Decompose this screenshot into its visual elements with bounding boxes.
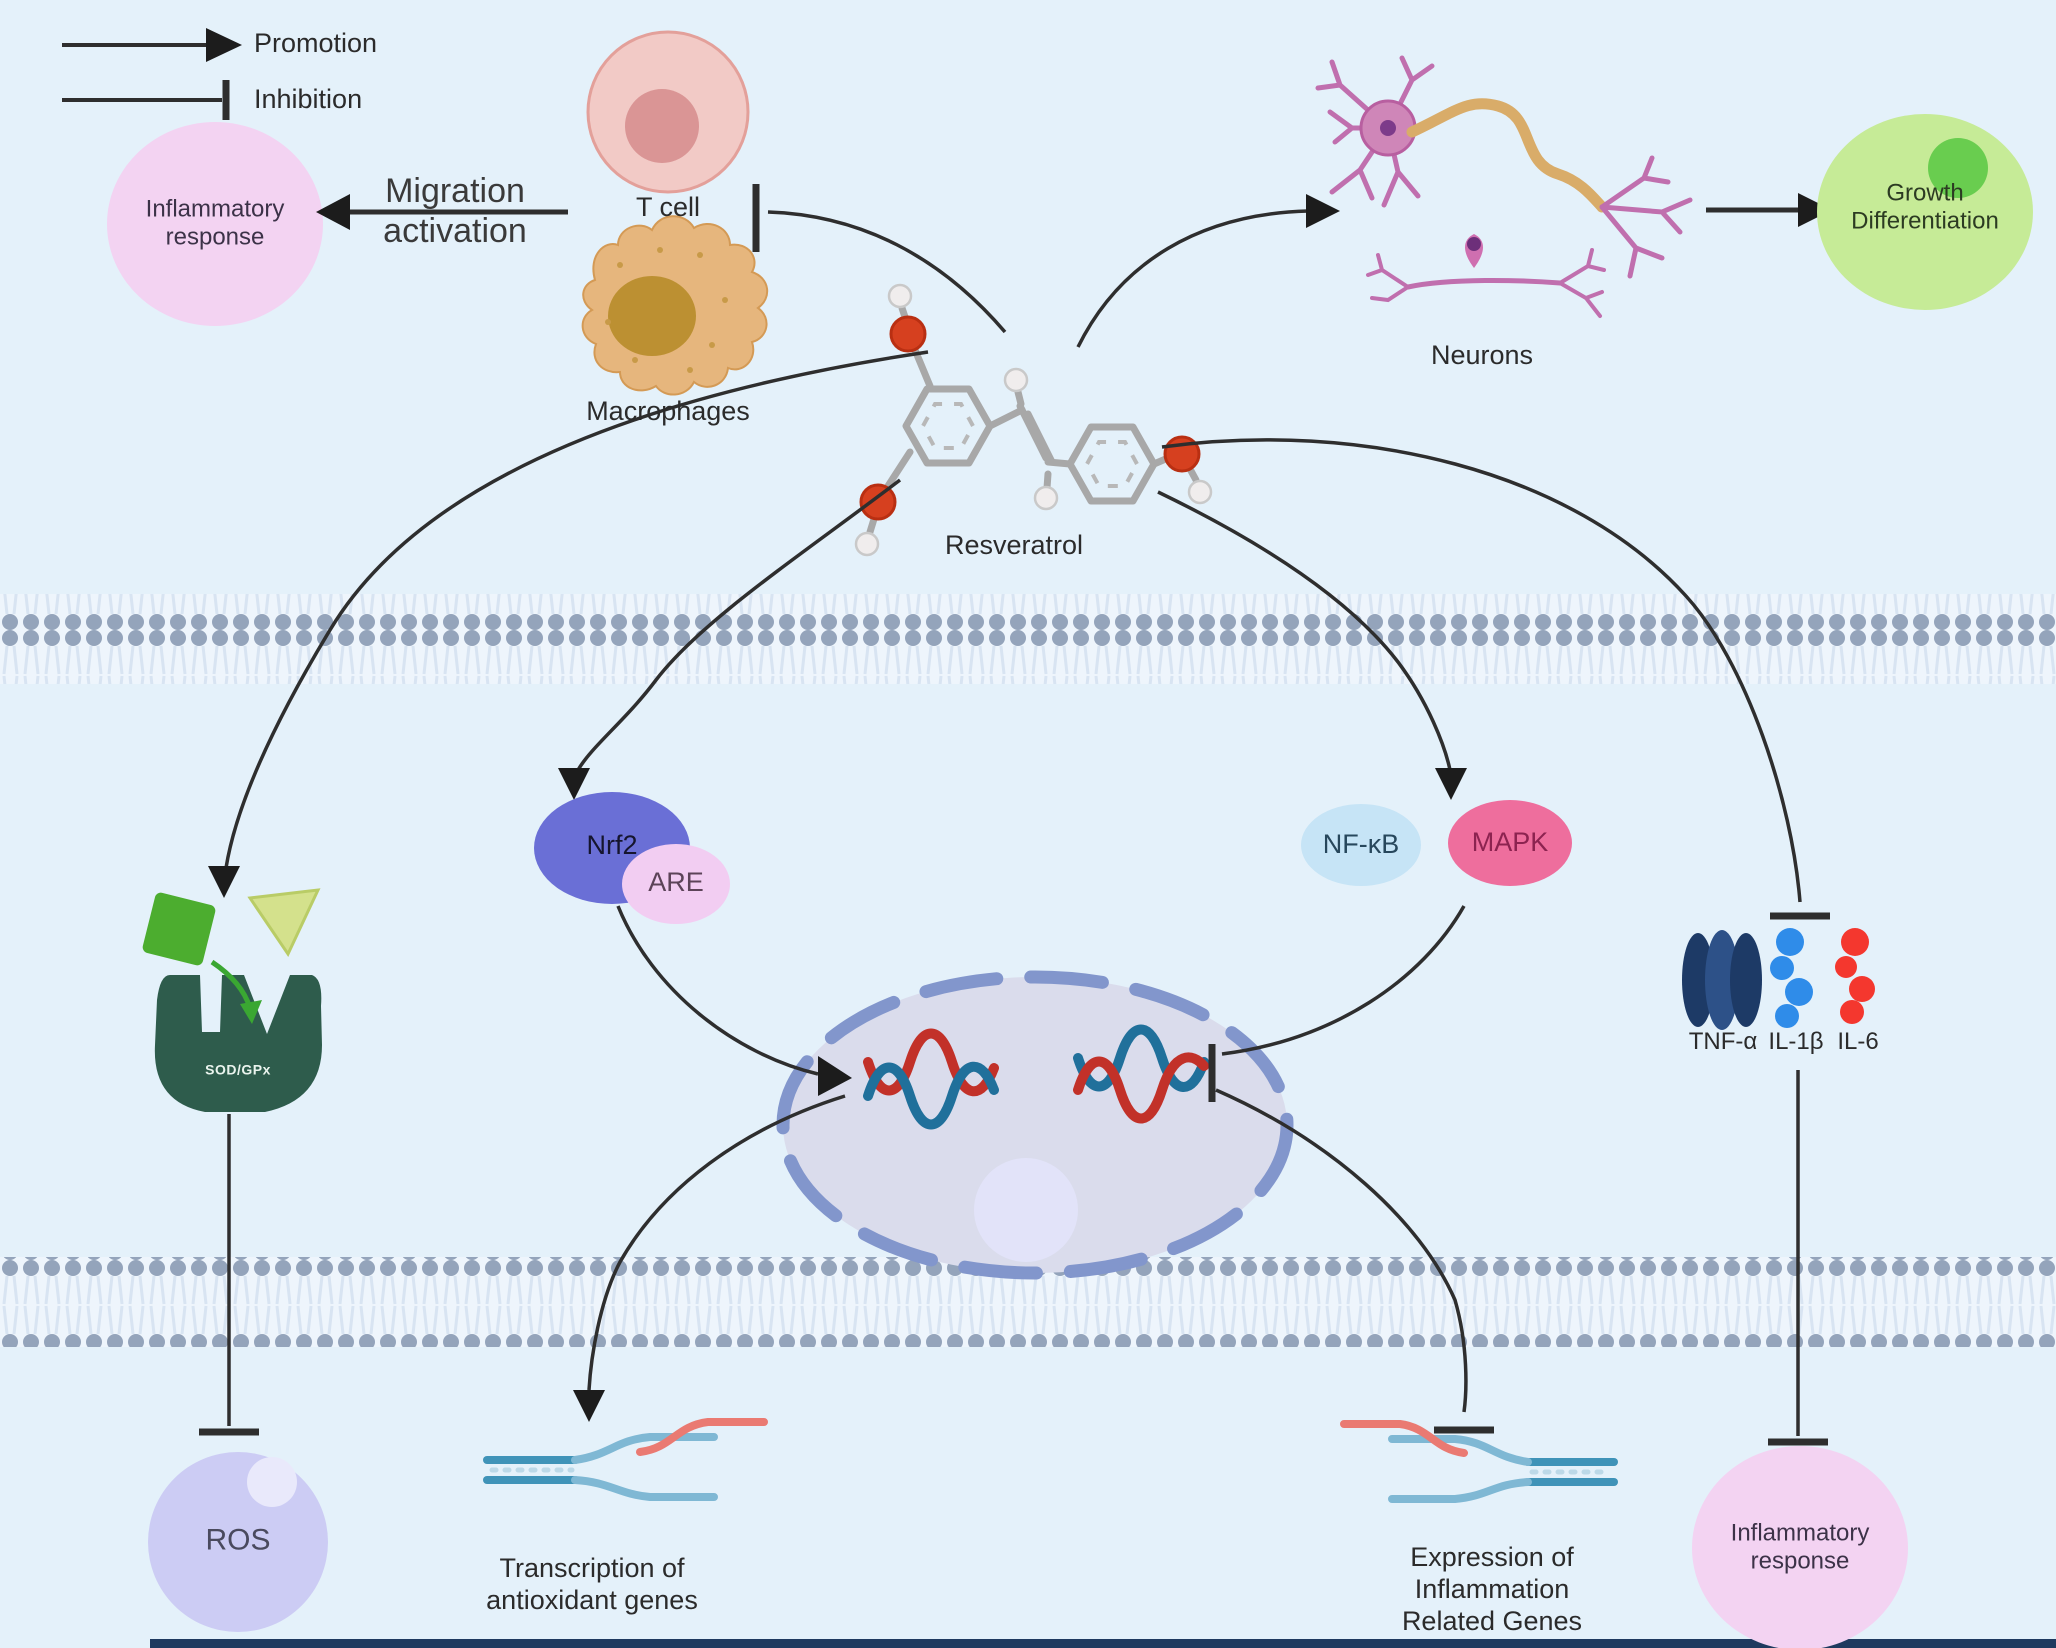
il6-label: IL-6: [1837, 1027, 1879, 1055]
nrf2-label: Nrf2: [586, 830, 638, 861]
resveratrol-cytokine-inhibition: [1161, 438, 1830, 920]
legend-inhibition-label: Inhibition: [254, 84, 363, 115]
inflammatory-bottom-line2: response: [1750, 1548, 1850, 1575]
inflammatory-response-bottom-node: [1692, 1446, 1908, 1648]
mapk-node: [1448, 800, 1572, 886]
resveratrol-nrf2-pathway: [558, 478, 902, 800]
are-label: ARE: [648, 867, 704, 898]
dna-expression-inhibition: [1215, 1088, 1494, 1434]
inflammatory-response-top-label: Inflammatory response: [146, 196, 285, 253]
dna-helix-right: [1073, 1024, 1209, 1124]
growth-line2: Differentiation: [1851, 208, 1999, 235]
inflammatory-top-line2: response: [165, 224, 265, 251]
legend-inhibition-bar-icon: [62, 80, 230, 120]
are-node: [622, 844, 730, 924]
nfkb-label: NF-κB: [1322, 829, 1400, 860]
antioxidant-enzyme-illustration: [142, 888, 322, 1112]
substrate-triangle-icon: [247, 888, 321, 958]
resveratrol-neuron-promotion: [1076, 194, 1340, 348]
ros-node: [148, 1452, 328, 1632]
inflammatory-response-bottom-label: Inflammatory response: [1731, 1520, 1870, 1577]
t-cell-illustration: [586, 30, 750, 194]
transcription-line2: antioxidant genes: [486, 1585, 698, 1615]
legend-promotion-label: Promotion: [254, 28, 378, 59]
mapk-dna-inhibition: [1208, 905, 1466, 1102]
neurons-growth-arrow: [1706, 193, 1832, 227]
nucleus-illustration: [776, 970, 1294, 1280]
resveratrol-label: Resveratrol: [944, 530, 1084, 561]
il6-icon: [1835, 928, 1875, 1024]
t-cell-label: T cell: [635, 192, 701, 223]
sod-gpx-label: SOD/GPx: [205, 1061, 271, 1078]
resveratrol-structure: [854, 283, 1213, 557]
growth-differentiation-node: [1817, 114, 2033, 310]
legend-promotion-arrow-icon: [62, 28, 242, 62]
migration-activation-label: Migration activation: [383, 171, 527, 251]
transcription-line1: Transcription of: [499, 1553, 685, 1584]
macrophage-illustration: [581, 215, 768, 396]
tnf-alpha-icon: [1682, 930, 1762, 1030]
resveratrol-sod-pathway: [208, 350, 929, 898]
neurons-label: Neurons: [1430, 340, 1534, 371]
migration-line2: activation: [383, 212, 527, 250]
sod-ros-inhibition: [199, 1114, 259, 1436]
expression-gene-icon: [1340, 1420, 1618, 1503]
macrophages-label: Macrophages: [586, 396, 750, 427]
hydrogen-atom-icon: [854, 283, 1213, 557]
inflammatory-bottom-line1: Inflammatory: [1730, 1519, 1870, 1547]
expression-line3: Related Genes: [1401, 1605, 1583, 1636]
migration-line1: Migration: [385, 171, 525, 210]
expression-label: Expression of Inflammation Related Genes: [1402, 1542, 1582, 1638]
mapk-label: MAPK: [1471, 827, 1549, 858]
nfkb-node: [1301, 804, 1421, 886]
substrate-square-icon: [142, 892, 216, 966]
tnf-label: TNF-α: [1688, 1027, 1758, 1055]
bottom-edge-bar: [150, 1639, 2056, 1648]
inflammatory-response-top-node: [107, 122, 323, 326]
cell-membrane-upper: [0, 594, 2056, 684]
transcription-label: Transcription of antioxidant genes: [486, 1553, 698, 1617]
neurons-illustration: [1315, 55, 1693, 318]
binding-arrow-icon: [210, 959, 262, 1024]
transcription-gene-icon: [483, 1418, 768, 1501]
growth-differentiation-label: Growth Differentiation: [1851, 180, 1999, 237]
growth-line1: Growth: [1886, 179, 1964, 207]
expression-line1: Expression of: [1410, 1542, 1574, 1573]
inflammatory-top-line1: Inflammatory: [145, 195, 285, 223]
il1b-icon: [1770, 928, 1813, 1028]
ros-label: ROS: [205, 1523, 271, 1557]
expression-line2: Inflammation: [1414, 1574, 1570, 1605]
dna-transcription-promotion: [573, 1094, 846, 1422]
cytokine-inflammation-inhibition: [1768, 1070, 1828, 1446]
il1b-label: IL-1β: [1768, 1027, 1824, 1055]
resveratrol-nfkb-mapk-pathway: [1157, 490, 1467, 800]
migration-activation-arrow: [316, 194, 568, 230]
dna-helix-left: [863, 1028, 999, 1130]
resveratrol-tcell-inhibition: [752, 184, 1007, 334]
nrf2-dna-promotion: [616, 905, 852, 1096]
